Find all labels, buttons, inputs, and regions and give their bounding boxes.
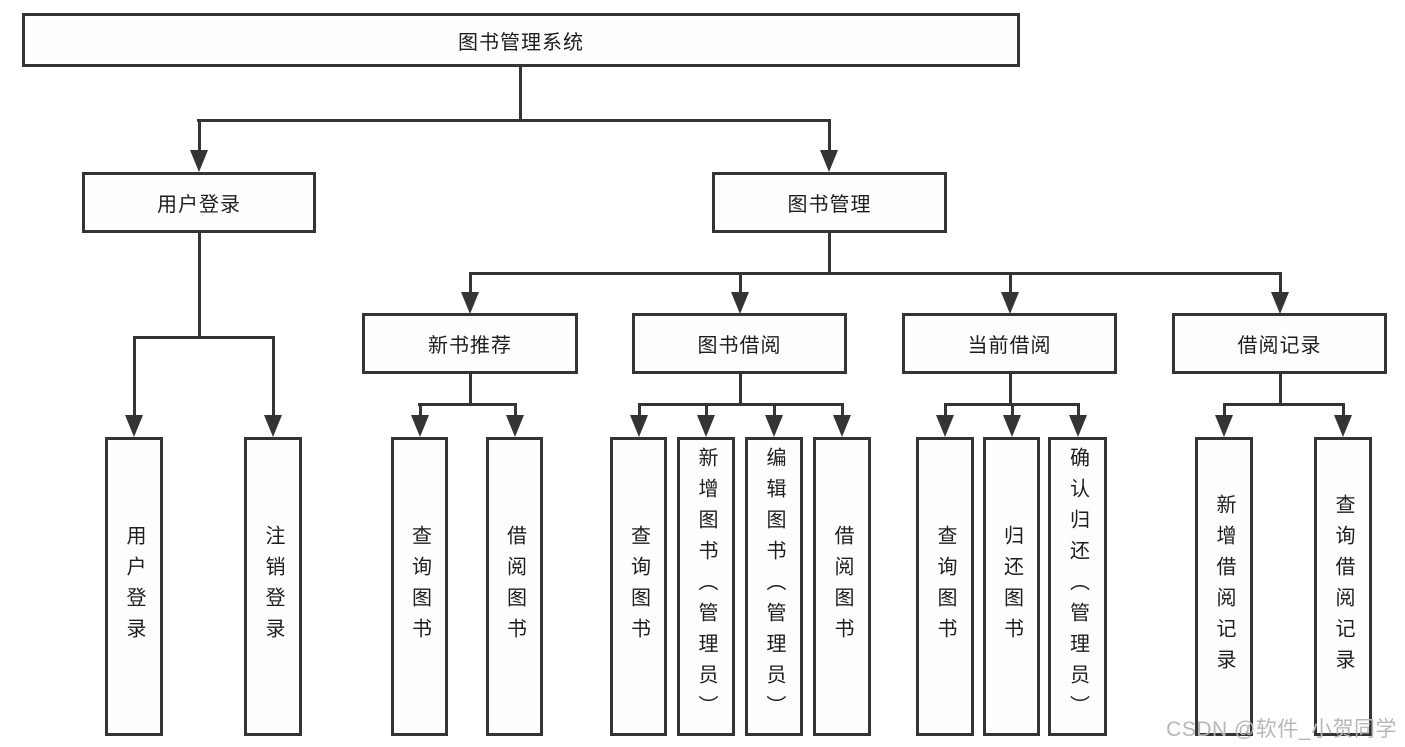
connector-userlogin-stem: [198, 233, 201, 336]
connector-group-hline: [638, 403, 843, 406]
connector-group-stem: [739, 374, 742, 403]
leaf-confirm-return-admin: 确认归还（管理员）: [1048, 437, 1107, 736]
arrow-down-icon: [833, 415, 851, 437]
leaf-borrow-book: 借阅图书: [486, 437, 543, 736]
connector-leaf-vline: [1077, 403, 1080, 417]
leaf-search-book: 查询图书: [391, 437, 448, 736]
arrow-down-icon: [630, 415, 648, 437]
leaf-add-book-admin: 新增图书（管理员）: [677, 437, 735, 736]
arrow-down-icon: [1215, 415, 1233, 437]
arrow-down-icon: [765, 415, 783, 437]
connector-leaf-vline: [705, 403, 708, 417]
connector-leaf-vline: [1011, 403, 1014, 417]
arrow-down-icon: [697, 415, 715, 437]
node-borrow-records: 借阅记录: [1172, 313, 1387, 374]
arrow-down-icon: [1069, 415, 1087, 437]
arrow-down-icon: [125, 415, 143, 437]
connector-group-hline: [1223, 403, 1344, 406]
connector-userlogin-hline: [133, 336, 275, 339]
connector-level3-vline: [739, 272, 742, 294]
connector-leaf-vline: [841, 403, 844, 417]
connector-level3-vline: [469, 272, 472, 294]
connector-leaf-vline: [638, 403, 641, 417]
connector-leaf-vline: [272, 336, 275, 417]
leaf-edit-book-admin: 编辑图书（管理员）: [745, 437, 803, 736]
connector-leaf-vline: [1223, 403, 1226, 417]
connector-group-stem: [1279, 374, 1282, 403]
arrow-down-icon: [461, 292, 479, 314]
connector-leaf-vline: [514, 403, 517, 417]
leaf-search-book: 查询图书: [916, 437, 974, 736]
leaf-borrow-book: 借阅图书: [813, 437, 871, 736]
node-current-borrow: 当前借阅: [902, 313, 1117, 374]
leaf-user-login: 用户登录: [105, 437, 163, 736]
connector-root-vline: [519, 67, 522, 120]
connector-userlogin-vline: [198, 119, 201, 152]
connector-level3-vline: [1009, 272, 1012, 294]
arrow-down-icon: [731, 292, 749, 314]
arrow-down-icon: [190, 150, 208, 172]
arrow-down-icon: [1001, 292, 1019, 314]
arrow-down-icon: [1334, 415, 1352, 437]
arrow-down-icon: [936, 415, 954, 437]
connector-leaf-vline: [133, 336, 136, 417]
connector-leaf-vline: [419, 403, 422, 417]
connector-group-hline: [418, 403, 516, 406]
arrow-down-icon: [264, 415, 282, 437]
leaf-search-borrow-record: 查询借阅记录: [1314, 437, 1372, 736]
leaf-add-borrow-record: 新增借阅记录: [1195, 437, 1253, 736]
leaf-search-book: 查询图书: [610, 437, 667, 736]
connector-leaf-vline: [1342, 403, 1345, 417]
node-new-book-recommend: 新书推荐: [362, 313, 578, 374]
arrow-down-icon: [506, 415, 524, 437]
node-book-borrow: 图书借阅: [632, 313, 847, 374]
arrow-down-icon: [1271, 292, 1289, 314]
connector-level3-vline: [1279, 272, 1282, 294]
csdn-watermark: CSDN @软件_小贺同学: [1166, 718, 1397, 741]
node-user-login: 用户登录: [82, 172, 316, 233]
connector-level3-hline: [469, 272, 1282, 275]
connector-group-stem: [469, 374, 472, 403]
arrow-down-icon: [820, 150, 838, 172]
node-book-management: 图书管理: [712, 172, 947, 233]
connector-leaf-vline: [944, 403, 947, 417]
arrow-down-icon: [1003, 415, 1021, 437]
connector-bookmgmt-vline: [828, 119, 831, 152]
leaf-return-book: 归还图书: [983, 437, 1040, 736]
node-root: 图书管理系统: [22, 13, 1020, 67]
connector-bookmgmt-stem: [828, 233, 831, 272]
connector-leaf-vline: [773, 403, 776, 417]
connector-group-stem: [1009, 374, 1012, 403]
connector-level2-hline: [197, 119, 831, 122]
leaf-logout: 注销登录: [244, 437, 302, 736]
arrow-down-icon: [411, 415, 429, 437]
